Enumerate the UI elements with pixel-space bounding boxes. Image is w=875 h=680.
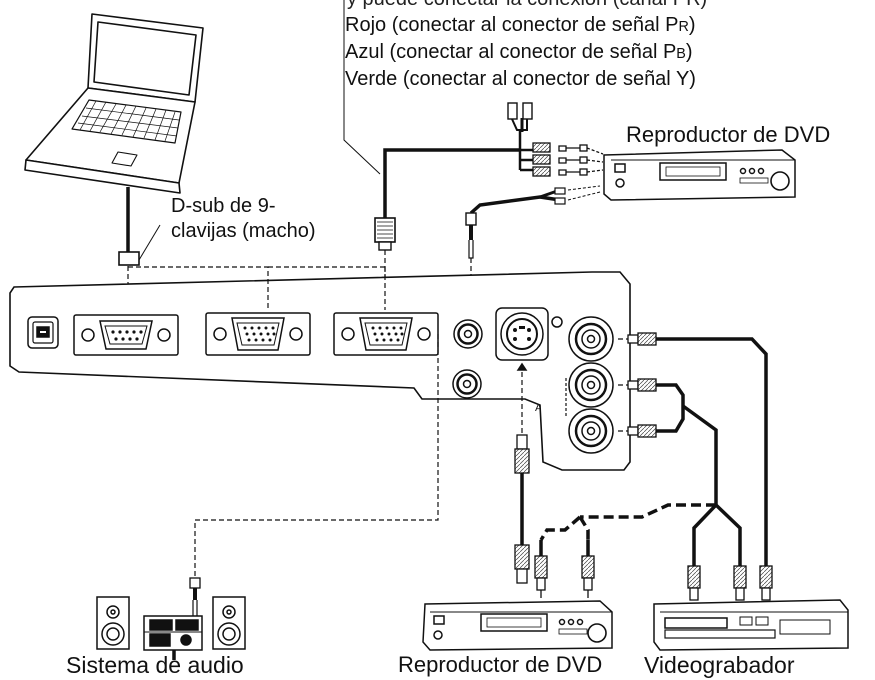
label-r: R (560, 422, 568, 434)
label-dvd-top: Reproductor de DVD (626, 122, 831, 147)
vcr-rca-plugs (687, 565, 773, 601)
rgb1-in-port-icon (205, 312, 311, 356)
rgb2-in-port-icon (333, 312, 439, 356)
dvd-player-top-icon (603, 149, 796, 201)
usb-port-icon (27, 316, 59, 349)
label-rgb-audio-in: RGB AUDIO IN (440, 358, 510, 370)
note-top-partial: y puede conectar la conexión (canal PR) (347, 0, 707, 9)
label-audio-out: AUDIO OUT (443, 308, 500, 320)
label-vcr: Videograbador (644, 652, 795, 678)
rgb-audio-in-jack-icon (452, 369, 482, 399)
dvd-bottom-rca-plugs (534, 540, 595, 598)
label-rgb1-in: RGB 1 IN (238, 300, 282, 312)
audio-system-cable (172, 577, 201, 660)
label-rgb2-in: RGB 2 IN/ RGB1 OUT (338, 300, 439, 312)
audio-in-l-jack-icon (568, 362, 614, 408)
label-dsub-2: clavijas (macho) (171, 220, 316, 242)
audio-system-icon (96, 596, 246, 651)
serial-port-icon (73, 314, 179, 356)
dashed-links (128, 266, 630, 578)
dvd-player-bottom-icon (422, 600, 613, 651)
label-usb: USB (36, 299, 57, 311)
label-svideo-in: S-VIDEO IN (500, 294, 555, 306)
label-dsub-1: D-sub de 9- (171, 195, 276, 217)
label-l: L (560, 376, 566, 388)
label-audio-system: Sistema de audio (66, 652, 244, 678)
dvd-audio-cable (465, 185, 601, 305)
video-in-jack-icon (568, 316, 614, 362)
audio-out-jack-icon (453, 319, 483, 349)
vcr-icon (653, 599, 849, 651)
serial-cable (118, 187, 161, 315)
laptop-icon (24, 13, 204, 194)
note-red: Rojo (conectar al conector de señal PR) (345, 14, 696, 36)
note-green: Verde (conectar al conector de señal Y) (345, 68, 696, 90)
label-audio-in: AUDIO IN (535, 402, 581, 414)
audio-in-r-jack-icon (568, 408, 614, 454)
video-cable (627, 332, 768, 566)
label-dvd-bottom: Reproductor de DVD (398, 652, 603, 677)
note-blue: Azul (conectar al conector de señal PB) (345, 41, 693, 63)
svideo-cable (514, 372, 530, 584)
label-video-in: VIDEO IN (565, 299, 610, 311)
label-serial: SERIAL (113, 302, 150, 314)
